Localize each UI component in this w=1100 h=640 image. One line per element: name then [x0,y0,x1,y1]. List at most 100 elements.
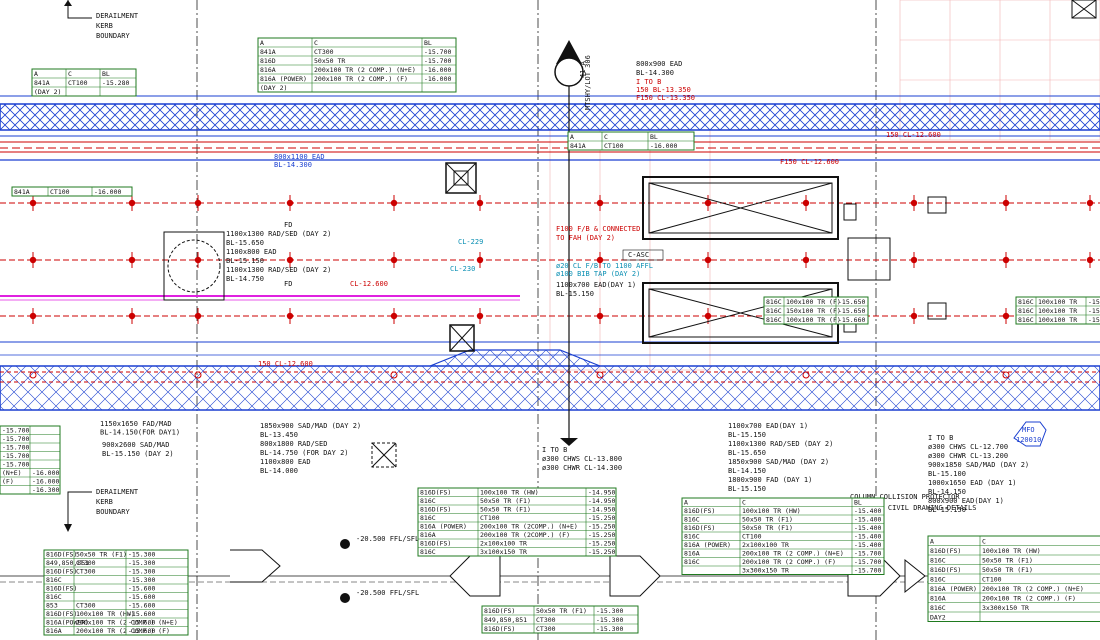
table-cell: 816D(FS) [930,566,961,574]
table-cell: 50x50 TR (F1) [480,497,531,505]
table-frame [927,535,1100,622]
note-line: I TO B [542,446,567,454]
table-cell: 50x50 TR (F1) [480,506,531,514]
table-cell: 816C [684,558,700,566]
note-block-1100b: 1100x700 EAD(DAY 1)BL-15.150 [556,281,636,298]
mfo-text: 120010 [1016,436,1041,444]
note-line: 150 CL-12.600 [886,131,941,139]
sprinkler-head [128,312,136,320]
table-cell: 816D(FS) [484,625,515,633]
table-cell: -15.700 [2,452,29,460]
table-cell: -15.300 [128,568,155,576]
sprinkler-head [802,371,810,379]
sprinkler-head [29,371,37,379]
table-cell: -14.950 [588,497,615,505]
table-cell: 100x100 TR [1038,298,1077,306]
sprinkler-head [128,256,136,264]
derailment-text: BOUNDARY [96,32,131,40]
table-cell: 50x50 TR (F1) [536,607,587,615]
table-cell: 100x100 TR (HW) [480,489,539,497]
table-cell: 816D(FS) [46,610,77,618]
table-cell: -15.600 [128,627,155,635]
table-cell: CT300 [76,568,96,576]
table-cell: 816C [684,533,700,541]
note-line: BL-13.450 [260,431,298,439]
table-cell: 816C [930,557,946,565]
table-cell: (DAY 2) [34,88,61,96]
table-cell: 50x50 TR (F1) [982,566,1033,574]
table-cell: -16.000 [94,188,121,196]
note-line: BL-14.150 [928,488,966,496]
table-cell: 100x100 TR (HW) [742,507,801,515]
note-line: BL-14.750 [226,275,264,283]
table-cell: -15.400 [854,541,881,549]
table-cell: 200x100 TR (2 COMP.) (N+E) [314,66,416,74]
table-cell: -16.000 [424,75,451,83]
table-cell: -15.600 [128,593,155,601]
table-cell: 100x100 TR (HW) [982,547,1041,555]
table-cell: -15.700 [2,427,29,435]
table-cell: -15.300 [128,576,155,584]
table-cell: -15.400 [854,507,881,515]
sprinkler-head [194,199,202,207]
note-line: 1100x800 EAD [260,458,311,466]
table-cell: -15.700 [854,567,881,575]
table-cell: -15.300 [128,559,155,567]
note-line: BL-15.650 [226,239,264,247]
note-line: ø300 CHWR CL-13.200 [928,452,1008,460]
sprinkler-head [194,256,202,264]
table-cell: 816C [420,497,436,505]
table-cell: 816A (POWER) [684,541,731,549]
table-cell: 816A (POWER) [420,523,467,531]
sprinkler-head [286,312,294,320]
note-line: 800x900 EAD [636,60,682,68]
table-cell: -15.600 [128,610,155,618]
table-cell: BL [650,133,658,141]
note-line: BL-15.150 [728,485,766,493]
table-cell: 200x100 TR (2 COMP.) (N+E) [982,585,1084,593]
table-cell: 50x50 TR (F1) [742,516,793,524]
table-cell: -15.700 [854,550,881,558]
table-cell: 2x100x100 TR [742,541,789,549]
table-cell: 200x100 TR (2 COMP.) (F) [742,558,836,566]
note-line: 150 CL-12.600 [258,360,313,368]
table-cell: 816A [420,531,436,539]
c-asc-label: C-ASC [628,251,649,259]
table-cell: (DAY 2) [260,84,287,92]
note-line: BL-14.300 [274,161,312,169]
table-cell: 3x300x150 TR [982,604,1029,612]
note-line: BL-14.300 [636,69,674,77]
table-cell: A [34,70,38,78]
table-cell: A [260,39,264,47]
sprinkler-head [286,199,294,207]
table-cell: -15.300 [596,625,623,633]
table-cell: CT300 [76,559,96,567]
table-cell: -15.250 [588,548,615,556]
table-cell: A [570,133,574,141]
note-line: 1100x1300 RAD/SED (DAY 2) [226,230,331,238]
table-cell: -15.700 [2,461,29,469]
note-line: 800x1800 RAD/SED [260,440,327,448]
note-line: 150 BL-13.350 [636,86,691,94]
sprinkler-head [286,256,294,264]
sprinkler-head [802,256,810,264]
note-line: BL-14.150 [728,467,766,475]
sprinkler-head [29,199,37,207]
note-line: 1000x1650 EAD (DAY 1) [928,479,1017,487]
table-cell: -15. [1088,316,1100,324]
table-cell: 816C [420,548,436,556]
table-cell: 816D(FS) [420,540,451,548]
table-cell: CT300 [314,48,334,56]
note-line: ø300 CHWS CL-13.800 [542,455,622,463]
table-cell: A [684,499,688,507]
table-cell: 816C [1018,298,1034,306]
sprinkler-head [390,371,398,379]
mfo-tag: MFO 120010 [1013,421,1047,447]
red-service-lines [0,141,1100,383]
table-cell: -16.000 [650,142,677,150]
